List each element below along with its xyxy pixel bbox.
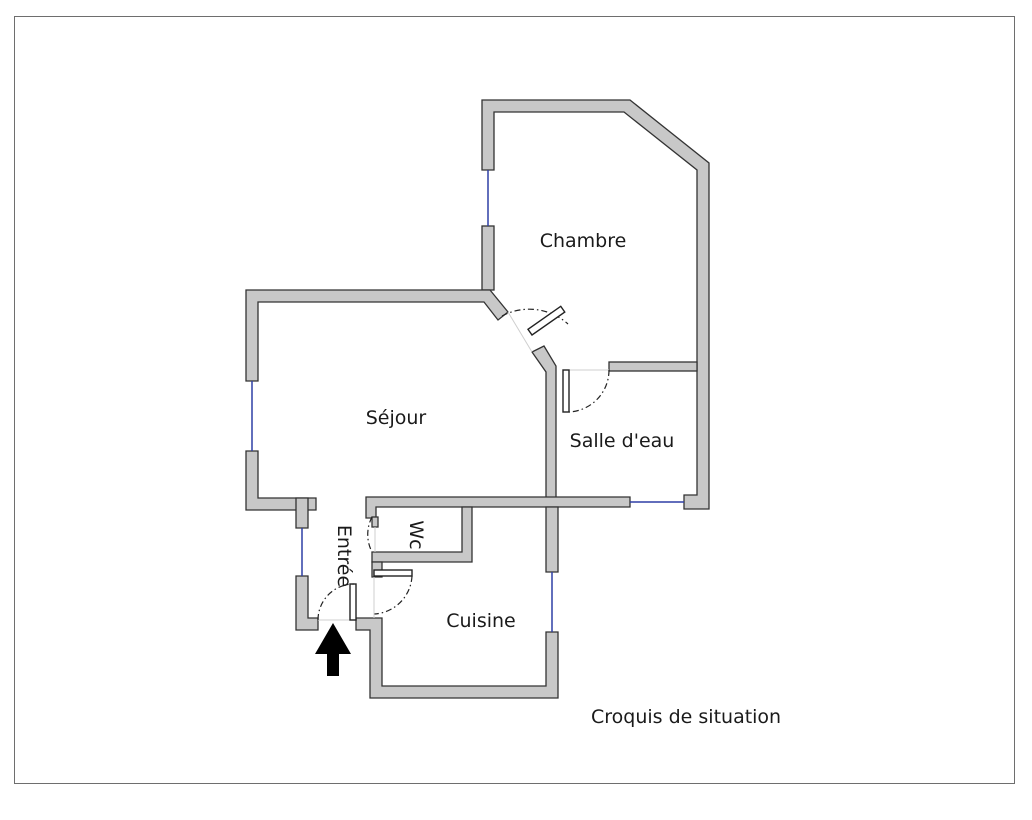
drawing-frame xyxy=(14,16,1015,784)
room-label-chambre: Chambre xyxy=(540,230,627,252)
room-label-sejour: Séjour xyxy=(366,407,427,429)
door-leaf-entree xyxy=(349,583,357,621)
door-leaf-salle-deau xyxy=(562,369,570,413)
arrow-up-icon xyxy=(315,623,351,676)
doors xyxy=(317,305,610,621)
wall-entree-left-lower xyxy=(295,575,319,631)
walls xyxy=(245,99,710,699)
room-label-cuisine: Cuisine xyxy=(446,610,516,632)
plan-caption: Croquis de situation xyxy=(591,706,781,728)
door-swing-entree xyxy=(317,583,355,621)
wall-salle-deau-top xyxy=(608,361,698,372)
wall-sejour-left-lower xyxy=(245,450,317,511)
wall-entree-left xyxy=(295,497,309,529)
wall-cuisine-bottom xyxy=(355,617,559,699)
room-label-entree: Entrée xyxy=(333,525,355,587)
wall-cuisine-right-upper xyxy=(545,506,559,573)
windows xyxy=(251,170,684,632)
wall-sejour-top xyxy=(245,289,509,382)
wall-wc-left xyxy=(371,516,379,528)
wall-chambre-left-lower xyxy=(481,225,495,291)
door-swing-wc xyxy=(367,516,373,553)
wall-chambre-top-right xyxy=(481,99,710,510)
door-leaf-cuisine xyxy=(373,569,413,577)
door-swing-salle-deau xyxy=(568,369,610,413)
door-leaf-chambre xyxy=(527,305,566,336)
room-label-wc: Wc xyxy=(405,520,427,549)
door-swing-cuisine xyxy=(373,575,413,615)
room-label-salle-deau: Salle d'eau xyxy=(570,430,675,452)
wall-corridor-diagonal xyxy=(531,345,557,499)
wall-middle-horizontal xyxy=(365,496,631,519)
